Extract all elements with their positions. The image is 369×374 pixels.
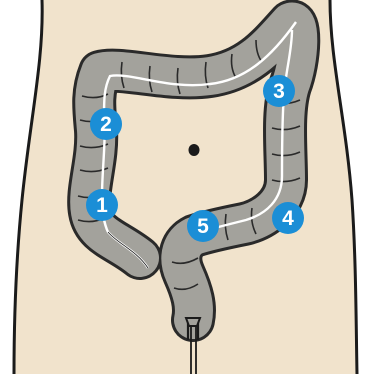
- marker-4-label: 4: [282, 207, 294, 230]
- marker-4: 4: [272, 202, 304, 234]
- marker-1: 1: [86, 189, 118, 221]
- marker-3: 3: [263, 75, 295, 107]
- marker-1-label: 1: [96, 194, 108, 217]
- navel-icon: [189, 144, 200, 156]
- rectum-knot: [186, 318, 200, 326]
- marker-5: 5: [187, 210, 219, 242]
- marker-2-label: 2: [100, 113, 112, 136]
- marker-2: 2: [90, 108, 122, 140]
- marker-3-label: 3: [273, 80, 285, 103]
- marker-5-label: 5: [197, 215, 209, 238]
